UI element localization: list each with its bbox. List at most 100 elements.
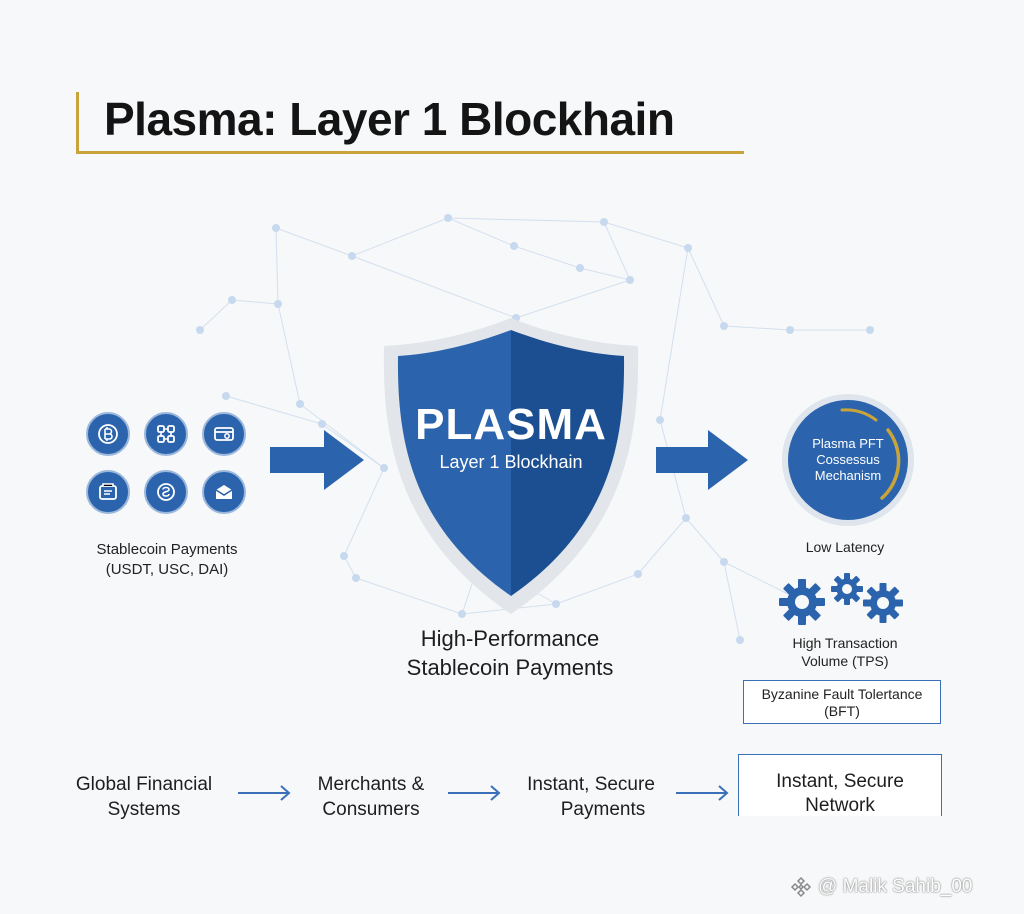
network-node [736,636,744,644]
network-link [603,221,631,281]
network-link [637,517,687,575]
low-latency-label: Low Latency [805,539,885,555]
network-node [866,326,874,334]
network-node [786,326,794,334]
network-node [380,464,388,472]
network-link [351,255,517,319]
consensus-line2: Cossessus [816,452,880,467]
gear-icon [779,579,825,625]
network-link [723,561,741,641]
network-link [199,299,233,331]
bitcoin-coin-icon [86,412,130,456]
network-node [720,558,728,566]
stablecoin-label-line2: (USDT, USC, DAI) [105,561,229,578]
network-link [659,247,689,421]
flow-arrow-icon [676,785,729,801]
watermark: @ Malik Sahib_00 [790,876,972,898]
high-tps-label: High Transaction Volume (TPS) [760,634,930,670]
consensus-mechanism-badge [782,394,914,526]
stablecoin-label-line1: Stablecoin Payments [96,541,238,558]
shield-title: PLASMA [415,400,607,449]
consensus-line1: Plasma PFT [812,436,884,451]
consensus-label: Plasma PFT Cossessus Mechanism [790,436,906,484]
flow-step1-line1: Global Financial [75,774,213,795]
network-node [552,600,560,608]
plasma-shield-icon [383,318,639,614]
network-link [231,299,279,305]
flow-step4-line1: Instant, Secure [776,771,904,792]
network-node [340,552,348,560]
network-link [275,227,279,305]
network-node [458,610,466,618]
network-node [352,574,360,582]
network-link [447,217,605,223]
caption-line2: Stablecoin Payments [406,655,614,680]
network-node [272,224,280,232]
diamond-logo-icon [790,876,812,898]
network-node [634,570,642,578]
network-link [277,303,301,405]
bft-box: Byzanine Fault Tolertance (BFT) [743,680,941,724]
gears-icon [778,572,908,628]
gear-icon [863,583,903,623]
network-node [222,392,230,400]
flow-step2-line2: Consumers [322,799,420,820]
flow-step4-line2: Network [805,795,875,816]
flow-step-instant-payments: Instant, Secure Payments [508,772,674,822]
title-underline [76,151,744,154]
gear-icon [831,573,863,605]
network-link [343,555,357,579]
network-node [196,326,204,334]
watermark-text: @ Malik Sahib_00 [818,876,973,897]
network-node [274,300,282,308]
network-link [685,517,725,563]
flow-step-global-financial: Global Financial Systems [56,772,232,822]
network-node [228,296,236,304]
stablecoin-icon-grid [86,412,246,522]
network-link [447,217,515,247]
network-node [626,276,634,284]
network-node [296,400,304,408]
network-link [299,403,385,469]
network-node [576,264,584,272]
secure-network-label: Instant, Secure Network [738,770,942,818]
flow-step2-line1: Merchants & [317,774,425,795]
network-node [444,214,452,222]
flow-step3-line2: Payments [560,799,646,820]
arrow-right-icon [270,430,364,490]
network-node [600,218,608,226]
wallet-coin-icon [86,470,130,514]
network-link [603,221,689,249]
network-link [321,423,385,469]
network-link [351,217,449,257]
arrow-right-icon [656,430,748,490]
network-link [515,279,631,319]
stablecoin-payments-label: Stablecoin Payments (USDT, USC, DAI) [72,540,262,580]
flow-step-merchants: Merchants & Consumers [296,772,446,822]
card-coin-icon [202,412,246,456]
network-link [723,561,801,601]
network-link [555,573,639,605]
network-node [682,514,690,522]
network-node [348,252,356,260]
tps-line2: Volume (TPS) [801,653,889,669]
high-performance-caption: High-Performance Stablecoin Payments [360,624,660,682]
caption-line1: High-Performance [420,626,600,651]
tps-line1: High Transaction [792,635,898,651]
currency-exchange-coin-icon [144,470,188,514]
flow-step1-line2: Systems [107,799,181,820]
network-link [687,247,725,327]
bft-line1: Byzanine Fault Tolertance [761,686,923,702]
network-link [355,577,463,615]
flow-step3-line1: Instant, Secure [527,774,655,795]
network-link [343,467,385,557]
shield-subtitle: Layer 1 Blockhain [439,452,583,472]
consensus-line3: Mechanism [814,468,882,483]
network-link [579,267,631,281]
title-block: Plasma: Layer 1 Blockhain [76,92,744,154]
envelope-coin-icon [202,470,246,514]
network-link [225,395,323,425]
network-nodes-coin-icon [144,412,188,456]
network-node [720,322,728,330]
